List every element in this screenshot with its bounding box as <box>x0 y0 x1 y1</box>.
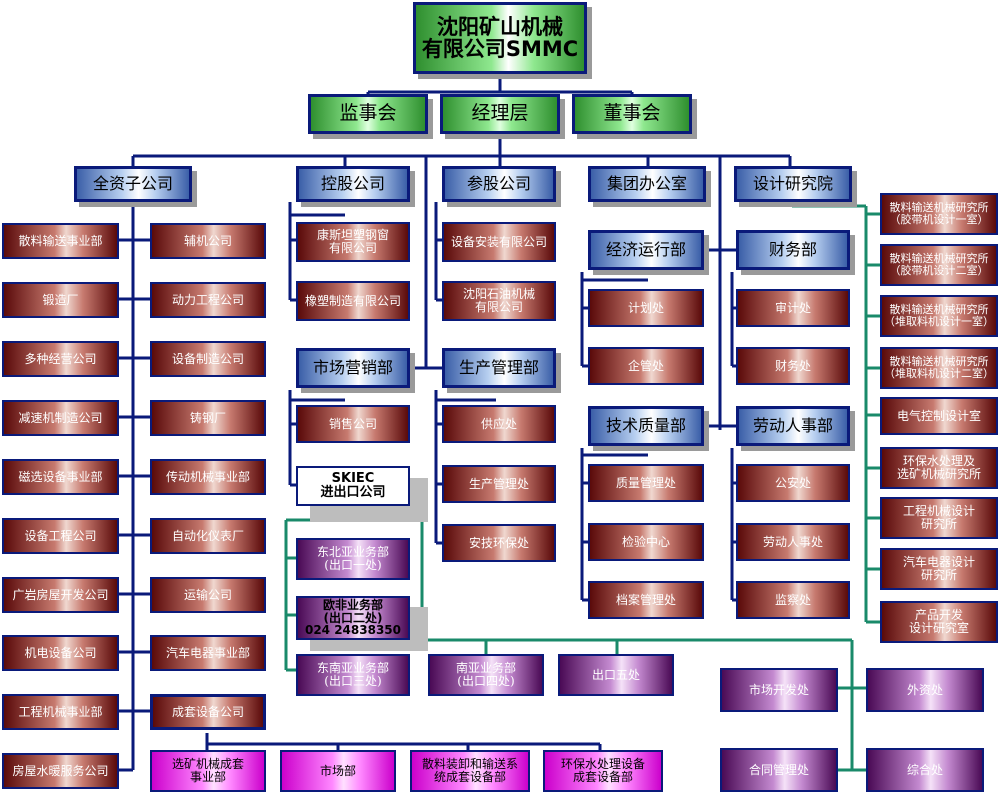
economic-enterprise-mgmt: 企管处 <box>588 347 704 385</box>
unit-engineering-machinery: 工程机械事业部 <box>2 694 119 730</box>
unit-housing-dev: 广岩房屋开发公司 <box>2 577 119 613</box>
hr-labor: 劳动人事处 <box>736 523 850 561</box>
company-title: 沈阳矿山机械 有限公司SMMC <box>413 2 587 74</box>
design-stacker-1: 散料输送机械研究所 （堆取料机设计一室） <box>880 295 998 337</box>
economic-planning: 计划处 <box>588 289 704 327</box>
production-supply: 供应处 <box>442 405 556 443</box>
unit-power-engineering: 动力工程公司 <box>150 282 266 318</box>
complete-sets-market: 市场部 <box>280 750 396 792</box>
complete-sets-environmental: 环保水处理设备 成套设备部 <box>543 750 663 792</box>
design-product-development: 产品开发 设计研究室 <box>880 601 998 643</box>
division-holding: 控股公司 <box>296 166 410 202</box>
unit-magnetic: 磁选设备事业部 <box>2 459 119 495</box>
marketing-sales: 销售公司 <box>296 405 410 443</box>
unit-transmission: 传动机械事业部 <box>150 459 266 495</box>
finance-office: 财务处 <box>736 347 850 385</box>
design-belt-1: 散料输送机械研究所 （胶带机设计一室） <box>880 193 998 235</box>
unit-forging: 锻造厂 <box>2 282 119 318</box>
design-belt-2: 散料输送机械研究所 （胶带机设计二室） <box>880 244 998 286</box>
unit-auxiliary: 辅机公司 <box>150 223 266 259</box>
unit-diversified: 多种经营公司 <box>2 341 119 377</box>
division-economic: 经济运行部 <box>588 230 704 270</box>
division-wholly-owned: 全资子公司 <box>74 166 192 202</box>
unit-automation: 自动化仪表厂 <box>150 518 266 554</box>
design-environmental: 环保水处理及 选矿机械研究所 <box>880 447 998 489</box>
design-electrical: 电气控制设计室 <box>880 397 998 435</box>
foreign-investment: 外资处 <box>866 668 984 712</box>
unit-reducer: 减速机制造公司 <box>2 400 119 436</box>
division-tech-quality: 技术质量部 <box>588 406 704 446</box>
contract-management: 合同管理处 <box>720 748 838 792</box>
division-marketing: 市场营销部 <box>296 348 410 388</box>
unit-auto-electrical: 汽车电器事业部 <box>150 635 266 671</box>
export-northeast-asia: 东北亚业务部 (出口一处) <box>296 538 410 580</box>
design-stacker-2: 散料输送机械研究所 （堆取料机设计二室） <box>880 347 998 389</box>
unit-steel-casting: 铸钢厂 <box>150 400 266 436</box>
unit-equipment-engineering: 设备工程公司 <box>2 518 119 554</box>
board-of-supervisors: 监事会 <box>308 94 428 134</box>
unit-bulk-conveying: 散料输送事业部 <box>2 223 119 259</box>
skiec-export-company: SKIEC 进出口公司 <box>296 466 410 506</box>
complete-sets-bulk: 散料装卸和输送系 统成套设备部 <box>410 750 530 792</box>
export-europe-africa: 欧非业务部 (出口二处) 024 24838350 <box>296 596 410 640</box>
division-participating: 参股公司 <box>442 166 556 202</box>
hr-public-security: 公安处 <box>736 464 850 502</box>
division-design-institute: 设计研究院 <box>734 166 852 202</box>
production-management: 生产管理处 <box>442 465 556 503</box>
participating-installation: 设备安装有限公司 <box>442 222 556 262</box>
holding-rubber: 橡塑制造有限公司 <box>296 281 410 321</box>
board-of-directors: 董事会 <box>572 94 692 134</box>
division-hr: 劳动人事部 <box>736 406 850 446</box>
market-development: 市场开发处 <box>720 668 838 712</box>
tech-archives: 档案管理处 <box>588 581 704 619</box>
division-production: 生产管理部 <box>442 348 556 388</box>
export-office-five: 出口五处 <box>558 654 674 696</box>
participating-petroleum: 沈阳石油机械 有限公司 <box>442 281 556 321</box>
management-layer: 经理层 <box>440 94 560 134</box>
export-southeast-asia: 东南亚业务部 (出口三处) <box>296 654 410 696</box>
division-finance: 财务部 <box>736 230 850 270</box>
design-engineering-machinery: 工程机械设计 研究所 <box>880 497 998 539</box>
tech-inspection: 检验中心 <box>588 523 704 561</box>
unit-housing-service: 房屋水暖服务公司 <box>2 753 119 789</box>
production-safety: 安技环保处 <box>442 524 556 562</box>
holding-window: 康斯坦塑钢窗 有限公司 <box>296 222 410 262</box>
tech-quality-mgmt: 质量管理处 <box>588 464 704 502</box>
finance-audit: 审计处 <box>736 289 850 327</box>
unit-complete-sets: 成套设备公司 <box>150 694 266 730</box>
general-affairs: 综合处 <box>866 748 984 792</box>
division-group-office: 集团办公室 <box>588 166 706 202</box>
export-south-asia: 南亚业务部 (出口四处) <box>428 654 544 696</box>
unit-transport: 运输公司 <box>150 577 266 613</box>
unit-equipment-mfg: 设备制造公司 <box>150 341 266 377</box>
hr-supervision: 监察处 <box>736 581 850 619</box>
design-auto-electrical: 汽车电器设计 研究所 <box>880 548 998 590</box>
unit-electromech: 机电设备公司 <box>2 635 119 671</box>
complete-sets-mineral: 选矿机械成套 事业部 <box>150 750 266 792</box>
